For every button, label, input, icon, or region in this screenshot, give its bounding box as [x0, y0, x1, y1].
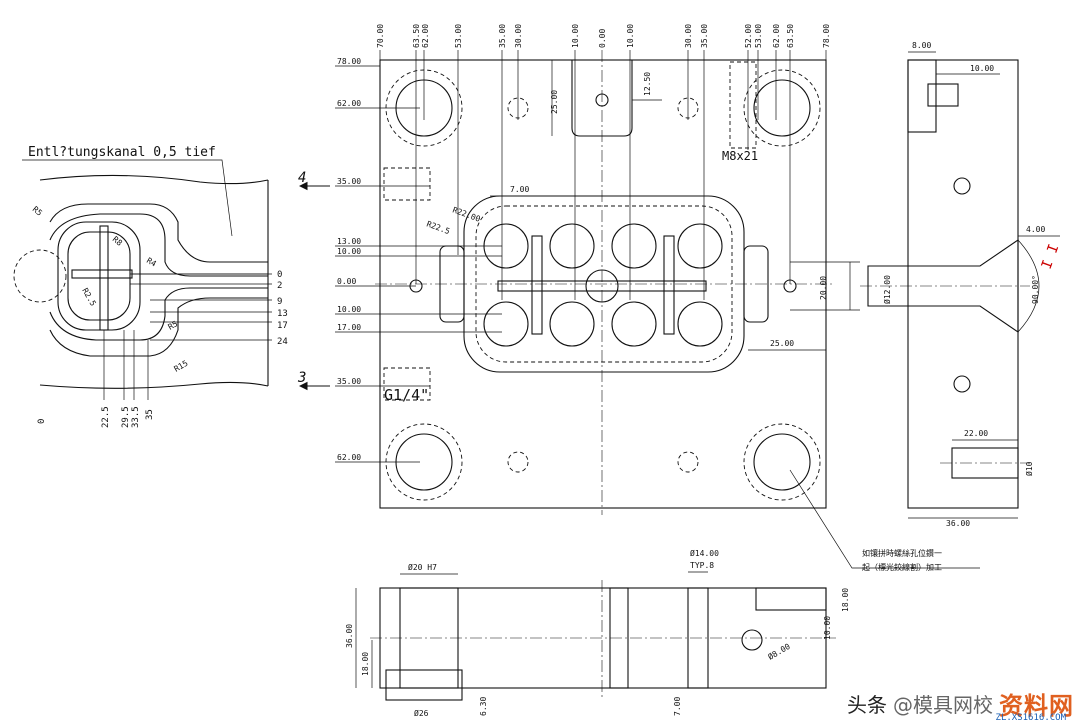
- side-hole-dia: Ø10: [1024, 461, 1034, 476]
- side-section-mark: I I: [1039, 242, 1063, 271]
- right-dim: 20.00: [819, 276, 828, 300]
- sec-top-dim: Ø14.00: [690, 548, 719, 558]
- detail-outline-top: [39, 174, 269, 185]
- sec-right-dim: 18.00: [841, 588, 850, 612]
- thread-label: M8x21: [722, 149, 758, 163]
- top-dim: 63.50: [786, 24, 795, 48]
- top-dim: 35.00: [498, 24, 507, 48]
- inner-dim: 7.00: [510, 185, 529, 194]
- side-angle: 90.00°: [1031, 275, 1040, 304]
- side-view: 8.00 10.00 Ø12.00 90.00° 4.00 I I 22.00 …: [860, 41, 1062, 528]
- slot-dim: 25.00: [550, 90, 559, 114]
- top-dim: 53.00: [754, 24, 763, 48]
- btick-35: 35: [145, 409, 155, 420]
- sec-top-dim: TYP.8: [690, 561, 714, 570]
- side-hole-dim: 22.00: [964, 429, 988, 438]
- radius-label: R5: [31, 205, 44, 218]
- inner-dim: R22.00: [451, 205, 481, 223]
- tick-13: 13: [277, 309, 288, 319]
- tick-24: 24: [277, 337, 288, 347]
- top-dim: 30.00: [514, 24, 523, 48]
- btick-29-5: 29.5: [121, 406, 131, 428]
- section-view: Ø20 H7 Ø14.00 TYP.8 36.00 18.00 Ø26 6.30…: [345, 548, 850, 718]
- radius-label: R2.5: [80, 287, 98, 308]
- left-dim-lines: [335, 65, 502, 463]
- side-top-dim: 10.00: [970, 64, 994, 73]
- top-dim: 10.00: [626, 24, 635, 48]
- radius-label: R4: [145, 256, 158, 269]
- btick-0: 0: [37, 419, 47, 424]
- left-detail-view: Entl?tungskanal 0,5 tief 0 2 9 13 17 24: [13, 145, 288, 428]
- radius-label: R15: [173, 359, 190, 374]
- top-dim: 63.50: [412, 24, 421, 48]
- section-3-label: 3: [297, 370, 306, 386]
- inner-dim: R22.5: [425, 219, 451, 236]
- plan-view: 70.00 63.50 62.00 53.00 35.00 30.00 10.0…: [297, 24, 980, 572]
- note-line2: 起（標光鉸線割）加工: [862, 562, 942, 572]
- detail-title: Entl?tungskanal 0,5 tief: [28, 145, 216, 160]
- left-dim: 62.00: [337, 99, 361, 108]
- top-dim: 70.00: [376, 24, 385, 48]
- left-dim: 10.00: [337, 305, 361, 314]
- top-dim: 62.00: [421, 24, 430, 48]
- watermark-head: 头条: [847, 693, 887, 717]
- watermark-logo: 资料网: [999, 692, 1074, 720]
- radius-label: R5: [167, 319, 180, 332]
- top-dim: 30.00: [684, 24, 693, 48]
- btick-33-5: 33.5: [131, 406, 141, 428]
- watermark-site: @模具网校: [893, 693, 993, 717]
- sec-left-dim: 18.00: [361, 652, 370, 676]
- sec-hole-dia: Ø8.00: [766, 641, 792, 662]
- sec-bottom-dim: 7.00: [673, 697, 682, 716]
- top-dim: 0.00: [598, 29, 607, 48]
- btick-22-5: 22.5: [101, 406, 111, 428]
- right-dim: 25.00: [770, 339, 794, 348]
- title-leader: [22, 159, 233, 237]
- top-dim: 78.00: [822, 24, 831, 48]
- sec-bottom-dim: 6.30: [479, 697, 488, 716]
- side-step: 4.00: [1026, 225, 1045, 234]
- watermark: 头条 @模具网校 资料网: [847, 686, 1074, 721]
- tick-9: 9: [277, 297, 282, 307]
- section-4-label: 4: [298, 170, 306, 186]
- side-top-dim: 8.00: [912, 41, 931, 50]
- left-dim: 17.00: [337, 323, 361, 332]
- watermark-url: ZL.XS1616.COM: [995, 713, 1066, 723]
- top-dim: 35.00: [700, 24, 709, 48]
- sec-left-dim: 36.00: [345, 624, 354, 648]
- note-line1: 如镶拼時螺絲孔位鑽一: [862, 548, 942, 558]
- left-dim: 0.00: [337, 277, 356, 286]
- side-dia: Ø12.00: [882, 275, 892, 304]
- detail-outline-bottom: [39, 381, 269, 389]
- top-dim-lines: [379, 50, 827, 300]
- tick-0: 0: [277, 270, 282, 280]
- left-dim: 62.00: [337, 453, 361, 462]
- left-dim: 78.00: [337, 57, 361, 66]
- top-dim: 53.00: [454, 24, 463, 48]
- left-dim: 13.00: [337, 237, 361, 246]
- port-label: G1/4": [384, 386, 429, 404]
- top-dim: 10.00: [571, 24, 580, 48]
- slot-dim: 12.50: [643, 72, 652, 96]
- sec-top-dim: Ø20 H7: [408, 562, 437, 572]
- side-width: 36.00: [946, 519, 970, 528]
- left-dim: 35.00: [337, 377, 361, 386]
- tick-2: 2: [277, 281, 282, 291]
- top-dim: 52.00: [744, 24, 753, 48]
- side-body: [907, 59, 1019, 509]
- sec-bottom-dim: Ø26: [414, 708, 429, 718]
- left-dim: 10.00: [337, 247, 361, 256]
- top-dim: 62.00: [772, 24, 781, 48]
- left-dim: 35.00: [337, 177, 361, 186]
- tick-17: 17: [277, 321, 288, 331]
- sec-right-dim: 10.00: [823, 616, 832, 640]
